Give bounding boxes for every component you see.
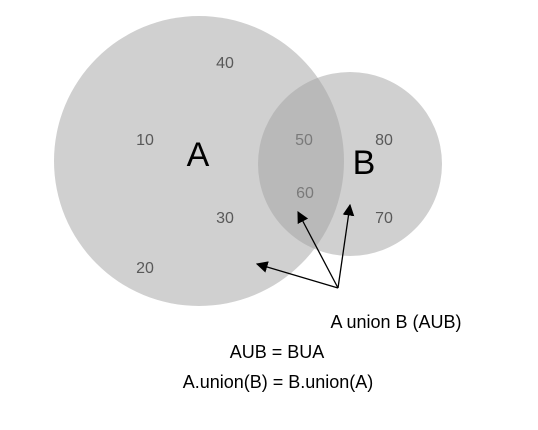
intersection-region xyxy=(258,72,344,256)
arrow-to-intersection xyxy=(297,210,339,289)
arrow-to-set-a xyxy=(255,261,339,289)
element-b-only: 80 xyxy=(375,132,393,149)
element-b-only: 70 xyxy=(375,210,393,227)
element-a-only: 10 xyxy=(136,132,154,149)
element-a-only: 40 xyxy=(216,55,234,72)
set-a-label: A xyxy=(187,136,210,174)
identity-commutative: AUB = BUA xyxy=(230,342,325,362)
set-b-label: B xyxy=(353,144,376,182)
set-a-circle xyxy=(54,16,344,306)
union-pointer-label: A union B (AUB) xyxy=(330,312,461,332)
element-intersection: 60 xyxy=(296,185,314,202)
element-a-only: 30 xyxy=(216,210,234,227)
arrow-to-set-b xyxy=(337,203,355,289)
identity-method: A.union(B) = B.union(A) xyxy=(183,372,374,392)
element-intersection: 50 xyxy=(295,132,313,149)
element-a-only: 20 xyxy=(136,260,154,277)
